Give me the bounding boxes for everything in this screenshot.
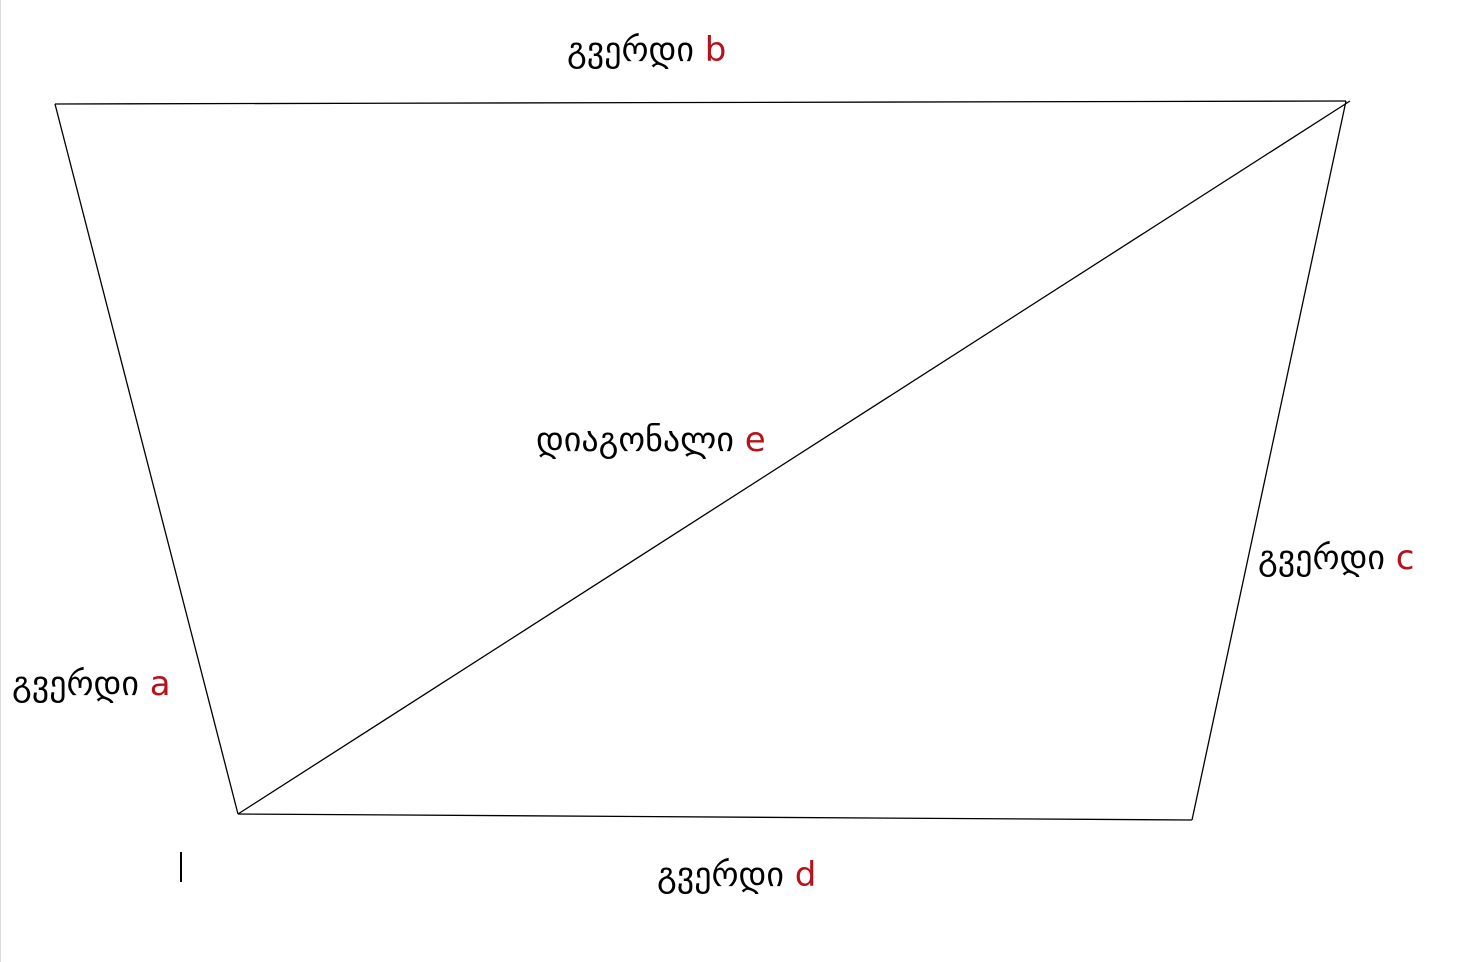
side-b-label: გვერდი b [567, 33, 726, 67]
diagonal-e-variable: e [744, 420, 766, 460]
side-c-word: გვერდი [1258, 538, 1385, 578]
side-a-word: გვერდი [12, 664, 139, 704]
side-d-word: გვერდი [657, 855, 784, 895]
side-a-variable: a [149, 664, 171, 704]
side-c-variable: c [1395, 538, 1415, 578]
side-d-line [237, 813, 1193, 821]
diagonal-e-word: დიაგონალი [536, 420, 734, 460]
side-b-word: გვერდი [567, 30, 694, 70]
side-a-label: გვერდი a [12, 667, 171, 701]
text-cursor-mark [180, 852, 182, 882]
side-a-line [54, 103, 239, 815]
side-c-label: გვერდი c [1258, 541, 1414, 575]
page-left-border [0, 0, 1, 962]
side-d-variable: d [794, 855, 817, 895]
diagonal-e-label: დიაგონალი e [536, 423, 766, 457]
side-b-line [54, 100, 1347, 105]
side-c-line [1191, 100, 1347, 821]
side-d-label: გვერდი d [657, 858, 816, 892]
diagonal-e-line [237, 100, 1351, 815]
side-b-variable: b [704, 30, 727, 70]
